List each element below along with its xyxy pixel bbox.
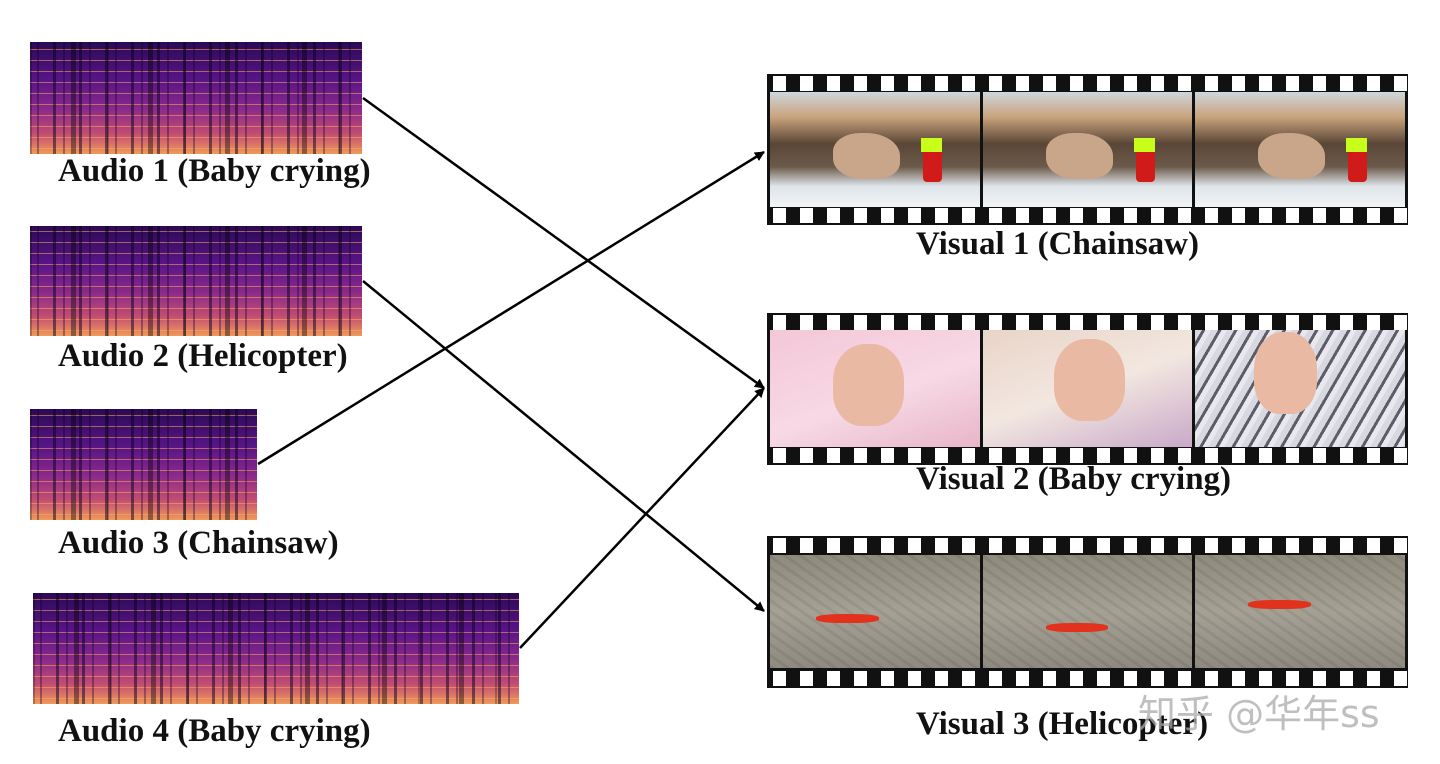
film-perforation-top: [767, 315, 1408, 330]
audio-3-label: Audio 3 (Chainsaw): [58, 525, 339, 561]
audio-2-label: Audio 2 (Helicopter): [58, 338, 348, 374]
audio-4-label: Audio 4 (Baby crying): [58, 713, 371, 749]
audio-1-spectrogram: [30, 42, 362, 154]
visual-2-label: Visual 2 (Baby crying): [916, 461, 1232, 497]
film-perforation-bottom: [767, 671, 1408, 686]
baby-frame: [1195, 330, 1406, 447]
film-perforation-top: [767, 538, 1408, 553]
visual-3-filmstrip: [767, 536, 1408, 688]
visual-1-frames: [770, 92, 1406, 207]
audio-4-spectrogram: [33, 593, 519, 704]
chainsaw-frame: [770, 92, 980, 207]
baby-frame: [770, 330, 980, 447]
baby-frame: [982, 330, 1193, 447]
visual-3-frames: [770, 555, 1406, 668]
helicopter-frame: [770, 555, 980, 668]
audio-2-spectrogram: [30, 226, 362, 336]
audio-1-label: Audio 1 (Baby crying): [58, 153, 371, 189]
visual-2-filmstrip: [767, 313, 1408, 465]
helicopter-frame: [1195, 555, 1406, 668]
arrow-audio2-to-visual3: [362, 280, 765, 612]
visual-1-label: Visual 1 (Chainsaw): [916, 226, 1199, 262]
film-perforation-top: [767, 76, 1408, 91]
arrow-audio1-to-visual2: [362, 96, 765, 390]
watermark: 知乎 @华年ss: [1138, 692, 1380, 736]
visual-3-label: Visual 3 (Helicopter): [916, 706, 1209, 742]
arrow-audio3-to-visual1: [257, 150, 765, 466]
helicopter-frame: [982, 555, 1193, 668]
film-perforation-bottom: [767, 448, 1408, 463]
audio-3-spectrogram: [30, 409, 257, 520]
visual-1-filmstrip: [767, 74, 1408, 225]
arrow-audio4-to-visual2: [519, 387, 765, 649]
film-perforation-bottom: [767, 208, 1408, 223]
chainsaw-frame: [982, 92, 1193, 207]
visual-2-frames: [770, 330, 1406, 447]
chainsaw-frame: [1195, 92, 1406, 207]
